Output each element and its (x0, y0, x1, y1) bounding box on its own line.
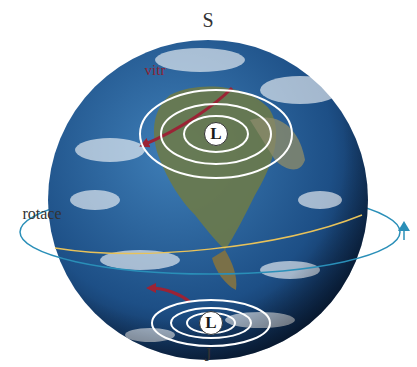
wind-label: vitr (145, 62, 166, 79)
low-pressure-isobars: L (138, 88, 294, 180)
south-label: J (204, 345, 211, 366)
globe-shade (48, 40, 368, 360)
north-label: S (202, 9, 213, 32)
low-pressure-letter: L (199, 311, 223, 335)
low-pressure-letter: L (204, 122, 228, 146)
rotation-path (20, 232, 400, 274)
globe (48, 40, 368, 360)
low-pressure-isobars: L (150, 298, 272, 348)
equator-line (55, 215, 362, 253)
rotation-arrowhead (403, 226, 405, 240)
rotation-label: rotace (22, 205, 61, 223)
wind-arrow (150, 288, 190, 302)
